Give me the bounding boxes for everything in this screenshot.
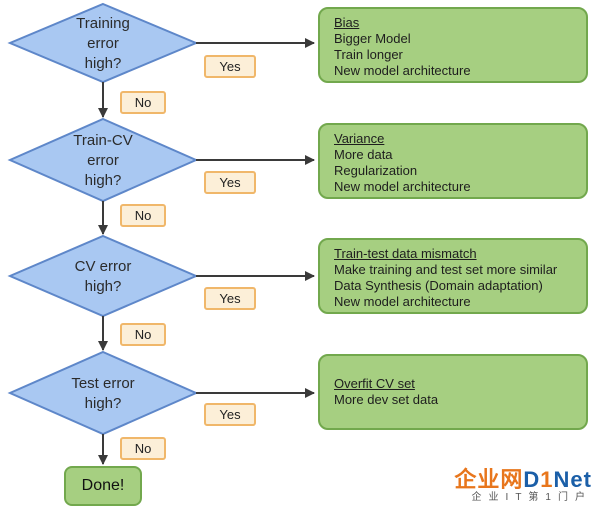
watermark-d-letter: D bbox=[523, 467, 541, 492]
result-item: New model architecture bbox=[334, 294, 471, 309]
no-tag: No bbox=[120, 323, 166, 346]
result-item: Bigger Model bbox=[334, 31, 411, 46]
result-item: New model architecture bbox=[334, 63, 471, 78]
result-box-variance: Variance More data Regularization New mo… bbox=[318, 123, 588, 199]
watermark-cn-brand: 企业网 bbox=[454, 467, 524, 492]
result-item: New model architecture bbox=[334, 179, 471, 194]
result-box-bias: Bias Bigger Model Train longer New model… bbox=[318, 7, 588, 83]
yes-tag: Yes bbox=[204, 287, 256, 310]
no-tag: No bbox=[120, 91, 166, 114]
result-item: Train longer bbox=[334, 47, 403, 62]
done-box: Done! bbox=[64, 466, 142, 506]
result-box-data-mismatch: Train-test data mismatch Make training a… bbox=[318, 238, 588, 314]
watermark-tagline: 企业IT第1门户 bbox=[471, 492, 592, 503]
result-item: More dev set data bbox=[334, 392, 439, 407]
no-tag: No bbox=[120, 204, 166, 227]
result-title: Overfit CV set bbox=[334, 376, 415, 391]
result-item: Regularization bbox=[334, 163, 418, 178]
decision-diamond-cv bbox=[7, 234, 199, 318]
result-item: Data Synthesis (Domain adaptation) bbox=[334, 278, 543, 293]
result-box-overfit: Overfit CV set More dev set data bbox=[318, 354, 588, 430]
decision-diamond-test bbox=[7, 350, 199, 436]
watermark-net: Net bbox=[553, 467, 592, 492]
watermark-one: 1 bbox=[540, 467, 554, 492]
result-title: Train-test data mismatch bbox=[334, 246, 477, 261]
watermark-brand: 企业网D1Net bbox=[454, 468, 592, 492]
result-item: More data bbox=[334, 147, 393, 162]
yes-tag: Yes bbox=[204, 171, 256, 194]
yes-tag: Yes bbox=[204, 55, 256, 78]
result-title: Variance bbox=[334, 131, 385, 146]
result-title: Bias bbox=[334, 15, 360, 30]
decision-diamond-train-cv bbox=[7, 117, 199, 203]
no-tag: No bbox=[120, 437, 166, 460]
decision-diamond-training bbox=[7, 2, 199, 84]
watermark-logo: 企业网D1Net 企业IT第1门户 bbox=[454, 468, 592, 504]
result-item: Make training and test set more similar bbox=[334, 262, 558, 277]
yes-tag: Yes bbox=[204, 403, 256, 426]
